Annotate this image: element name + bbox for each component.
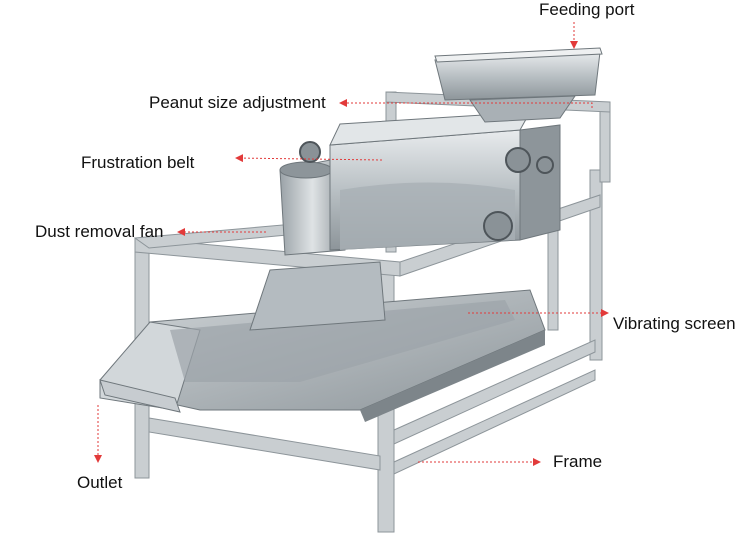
handwheel-top-right-icon [505,147,531,173]
hopper-neck [469,95,576,123]
handwheel-side-icon [536,156,554,174]
discharge-chute [249,261,386,331]
label-peanut-size-adjustment: Peanut size adjustment [149,93,326,112]
drum-curve [340,182,515,250]
label-frame: Frame [553,452,603,471]
leader-peanut-size [339,99,593,108]
label-frustration-belt: Frustration belt [81,153,195,172]
screen-mesh [170,300,515,382]
outlet-spout [99,379,181,413]
belt-box-side [519,124,561,241]
frame-bottom-rail-lower [393,369,596,475]
vibrating-screen [99,289,546,422]
frame-top-stand-right [599,101,611,183]
handwheel-left-icon [299,141,321,163]
leader-frustration-belt [235,154,383,163]
dust-removal-fan [279,159,346,256]
frame-bottom-rail-front [148,417,381,471]
leader-lines [94,22,609,466]
label-feeding-port: Feeding port [539,0,635,19]
hopper-top-rim [434,47,603,63]
handwheel-bottom-icon [483,211,513,241]
label-dust-removal-fan: Dust removal fan [35,222,164,241]
frustration-belt-housing [329,111,561,251]
screen-side-wall [360,330,545,422]
fan-inlet [279,161,333,179]
frame-bottom-rail-side [393,339,596,445]
label-vibrating-screen: Vibrating screen [613,314,736,333]
adjustment-handwheels [299,141,554,241]
label-outlet: Outlet [77,473,123,492]
